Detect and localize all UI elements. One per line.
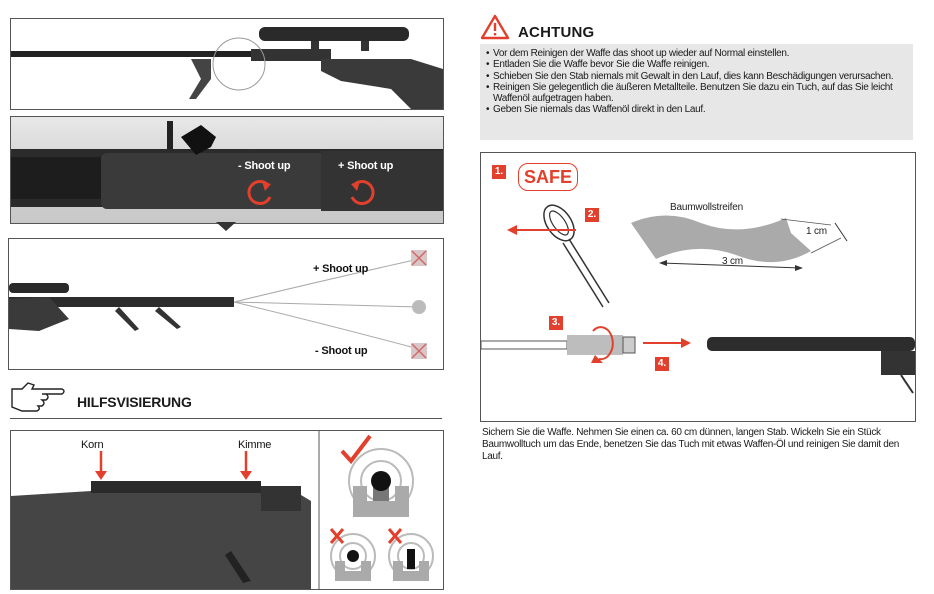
step-2-badge: 2.: [585, 208, 599, 222]
step-3-badge: 3.: [549, 316, 563, 330]
shootup-minus-label: - Shoot up: [238, 160, 291, 172]
warning-title: ACHTUNG: [518, 24, 595, 41]
cleaning-diagram: 1. 2. 3. 4. Baumwollstreifen 1 cm 3 cm: [480, 152, 916, 422]
pointing-hand-icon: [11, 382, 65, 412]
cleaning-instructions: Sichern Sie die Waffe. Nehmen Sie einen …: [482, 427, 900, 462]
warning-item: Reinigen Sie gelegentlich die äußeren Me…: [486, 82, 913, 105]
cross-mark-icon: [387, 528, 403, 544]
hilfsvisierung-title: HILFSVISIERUNG: [77, 394, 192, 410]
cleaning-drawing: [481, 204, 915, 394]
warning-list: Vor dem Reinigen der Waffe das shoot up …: [480, 44, 913, 116]
step-1-badge: 1.: [492, 165, 506, 179]
baumwollstreifen-label: Baumwollstreifen: [670, 202, 743, 213]
rotate-left-icon: [247, 180, 272, 205]
width-label: 1 cm: [806, 226, 827, 237]
rotate-right-icon: [350, 180, 375, 205]
korn-arrow-icon: [95, 451, 107, 480]
warning-box: Vor dem Reinigen der Waffe das shoot up …: [480, 44, 913, 140]
trajectory-drawing: [9, 258, 426, 350]
trajectory-minus-label: - Shoot up: [315, 345, 368, 357]
shootup-plus-label: + Shoot up: [338, 160, 394, 172]
trajectory-plus-label: + Shoot up: [313, 263, 369, 275]
shootup-closeup-photo: - Shoot up + Shoot up: [10, 116, 444, 224]
warning-item: Geben Sie niemals das Waffenöl direkt in…: [486, 104, 913, 116]
korn-label: Korn: [81, 439, 104, 451]
cross-mark-icon: [329, 528, 345, 544]
rifle-overview-photo: [10, 18, 444, 110]
safe-badge: SAFE: [518, 163, 578, 191]
check-mark-icon: [340, 434, 372, 465]
down-pointer-icon: [216, 222, 236, 231]
warning-triangle-icon: [480, 14, 510, 40]
rifle-overview-drawing: [11, 27, 443, 109]
warning-item: Vor dem Reinigen der Waffe das shoot up …: [486, 48, 913, 60]
trajectory-diagram: + Shoot up - Shoot up: [8, 238, 444, 370]
iron-sight-drawing: [11, 431, 434, 589]
warning-item: Entladen Sie die Waffe bevor Sie die Waf…: [486, 59, 913, 71]
cross-mark-icon: [411, 343, 427, 359]
section-divider: [10, 418, 442, 419]
length-label: 3 cm: [722, 256, 743, 267]
warning-item: Schieben Sie den Stab niemals mit Gewalt…: [486, 71, 913, 83]
step-4-badge: 4.: [655, 357, 669, 371]
iron-sight-panel: Korn Kimme: [10, 430, 444, 590]
cross-mark-icon: [411, 250, 427, 266]
kimme-label: Kimme: [238, 439, 272, 451]
kimme-arrow-icon: [240, 451, 252, 480]
